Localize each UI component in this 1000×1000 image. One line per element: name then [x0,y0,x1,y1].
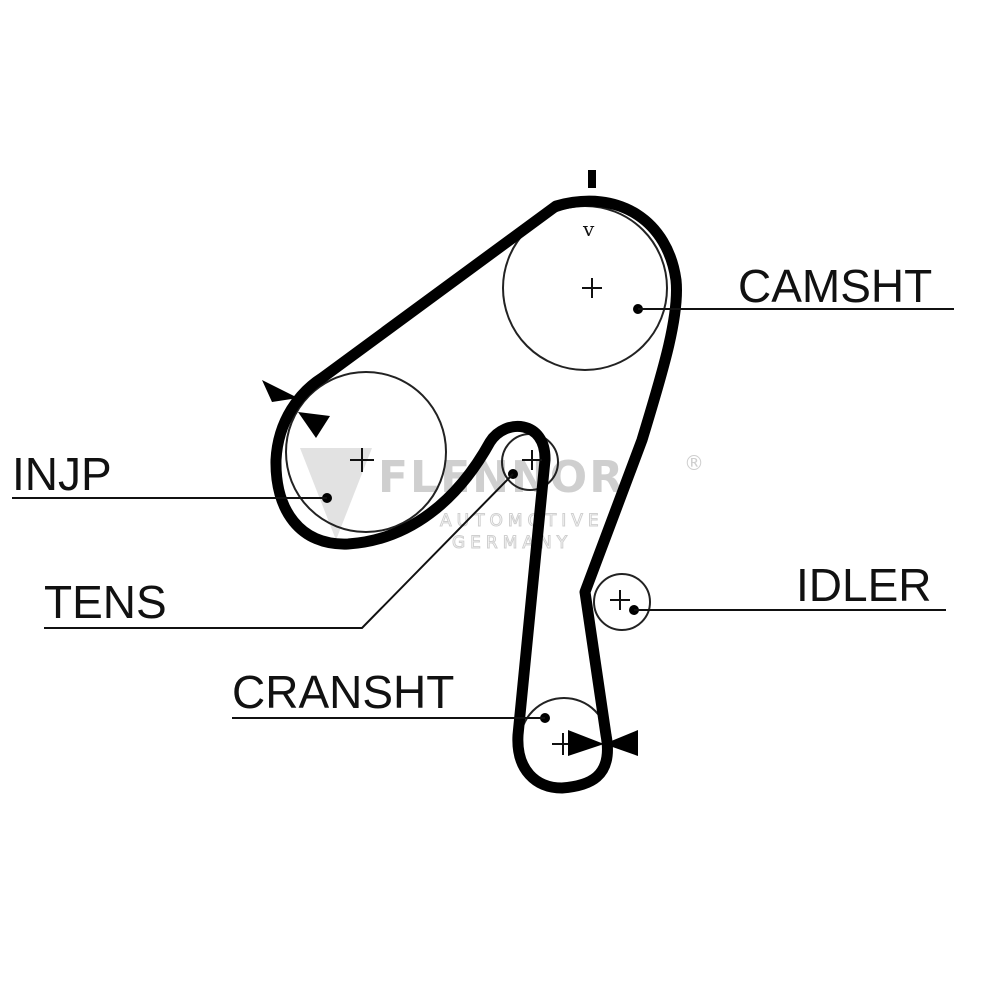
injection-pump-pulley [285,371,447,533]
camshaft-timing-notch [588,170,596,188]
idler-center-cross [610,590,630,610]
camshaft-timing-mark: v [582,217,595,241]
watermark-line2: GERMANY [452,533,572,553]
injection-pump-center-cross [350,448,374,472]
camshaft-label: CAMSHT [738,260,932,312]
injection-pump-timing-arrows-icon [262,380,330,438]
injection-pump-label: INJP [12,448,112,500]
watermark-registered: ® [684,451,704,475]
idler-label: IDLER [796,559,931,611]
watermark-brand: FLENNOR [378,452,625,503]
tensioner-center-cross [522,450,542,470]
watermark: FLENNOR ® AUTOMOTIVE GERMANY [300,448,704,554]
tensioner-label: TENS [44,576,167,628]
timing-belt [270,195,683,794]
idler-pulley [593,573,651,631]
tensioner-leader-line [44,473,514,629]
watermark-logo-icon [300,448,372,540]
crankshaft-label: CRANSHT [232,666,454,718]
watermark-line1: AUTOMOTIVE [440,511,604,531]
camshaft-center-cross [582,278,602,298]
crankshaft-timing-arrows-icon [568,730,638,756]
